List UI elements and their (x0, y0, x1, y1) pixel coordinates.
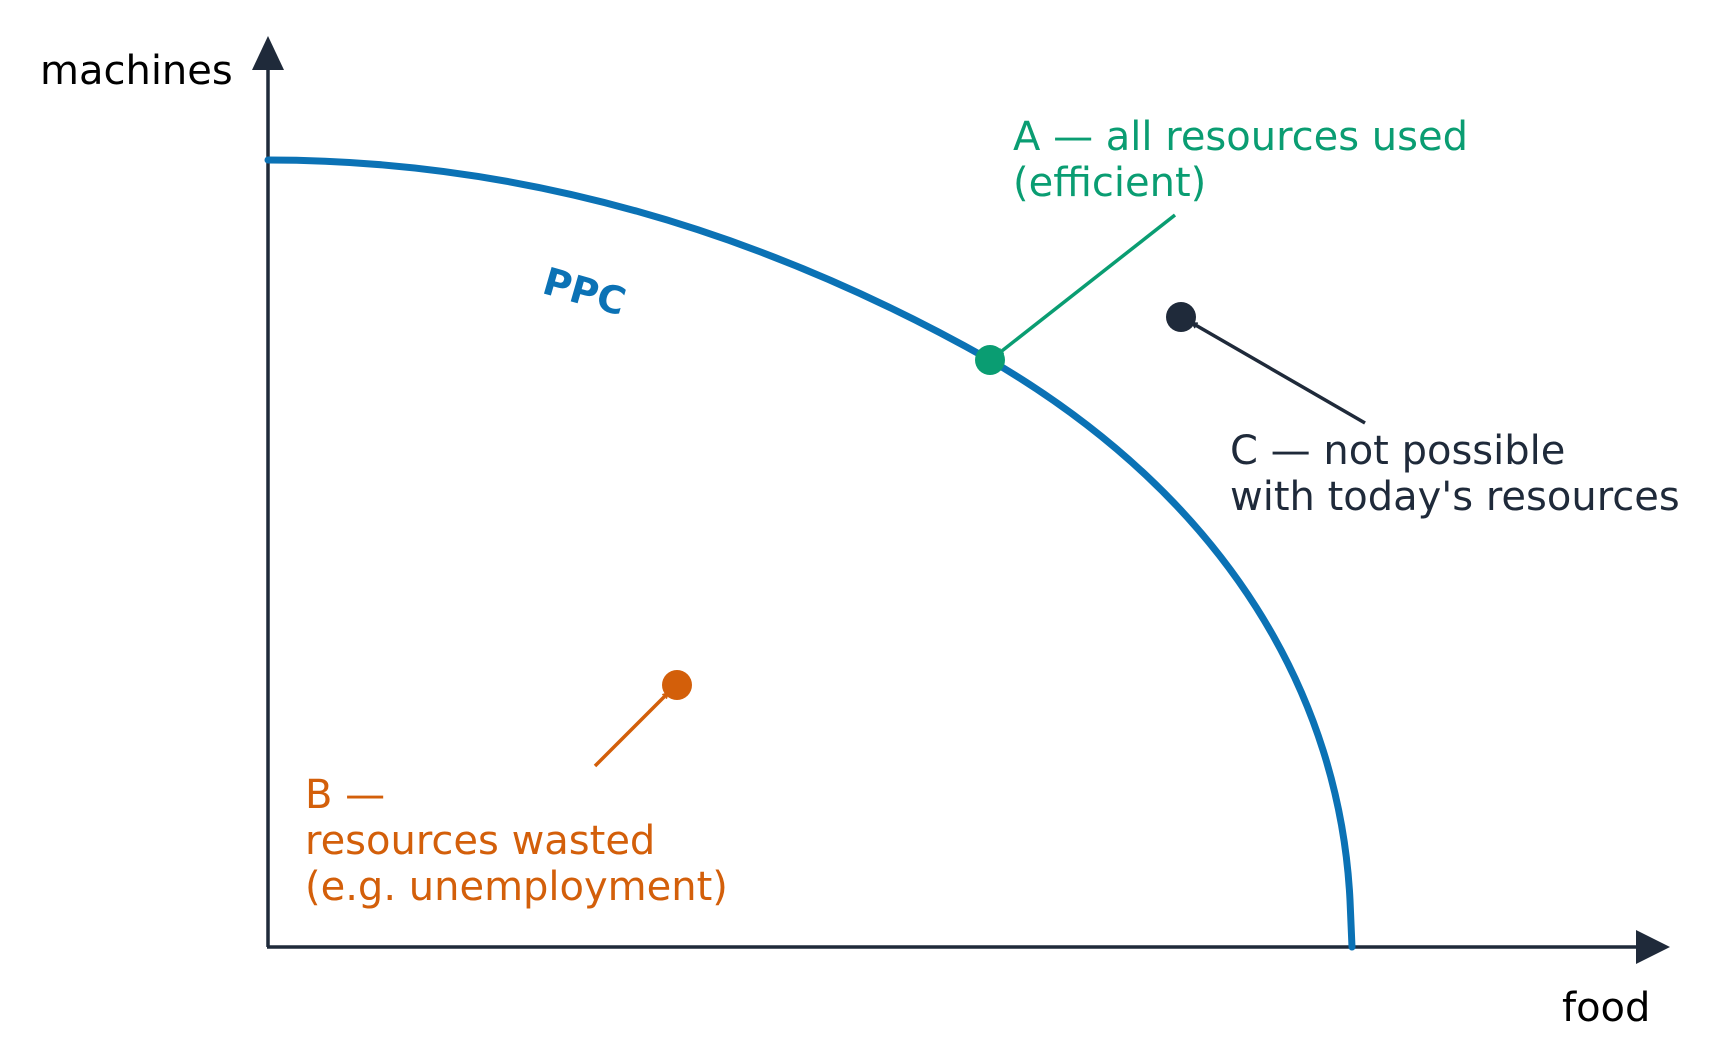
point-b-label: B — resources wasted (e.g. unemployment) (305, 772, 728, 910)
point-c-marker (1166, 302, 1196, 332)
x-axis-arrowhead (1636, 930, 1670, 964)
point-b-marker (662, 670, 692, 700)
point-a-label-line-2: (efficient) (1013, 160, 1207, 206)
arrow-to-point-b (593, 691, 670, 768)
arrow-to-point-a (998, 213, 1177, 356)
point-b-label-line-2: resources wasted (305, 818, 656, 864)
point-a-marker (975, 345, 1005, 375)
point-a-label: A — all resources used (efficient) (1013, 114, 1468, 206)
point-c-label-line-1: C — not possible (1230, 428, 1566, 474)
point-b-label-line-1: B — (305, 772, 386, 818)
point-c-label: C — not possible with today's resources (1230, 428, 1680, 520)
point-b-label-line-3: (e.g. unemployment) (305, 864, 728, 910)
y-axis-label: machines (40, 48, 233, 94)
x-axis-label: food (1562, 985, 1651, 1031)
point-a-label-line-1: A — all resources used (1013, 114, 1468, 160)
y-axis-arrowhead (252, 36, 284, 70)
point-c-label-line-2: with today's resources (1230, 474, 1680, 520)
arrow-to-point-c (1192, 321, 1366, 425)
